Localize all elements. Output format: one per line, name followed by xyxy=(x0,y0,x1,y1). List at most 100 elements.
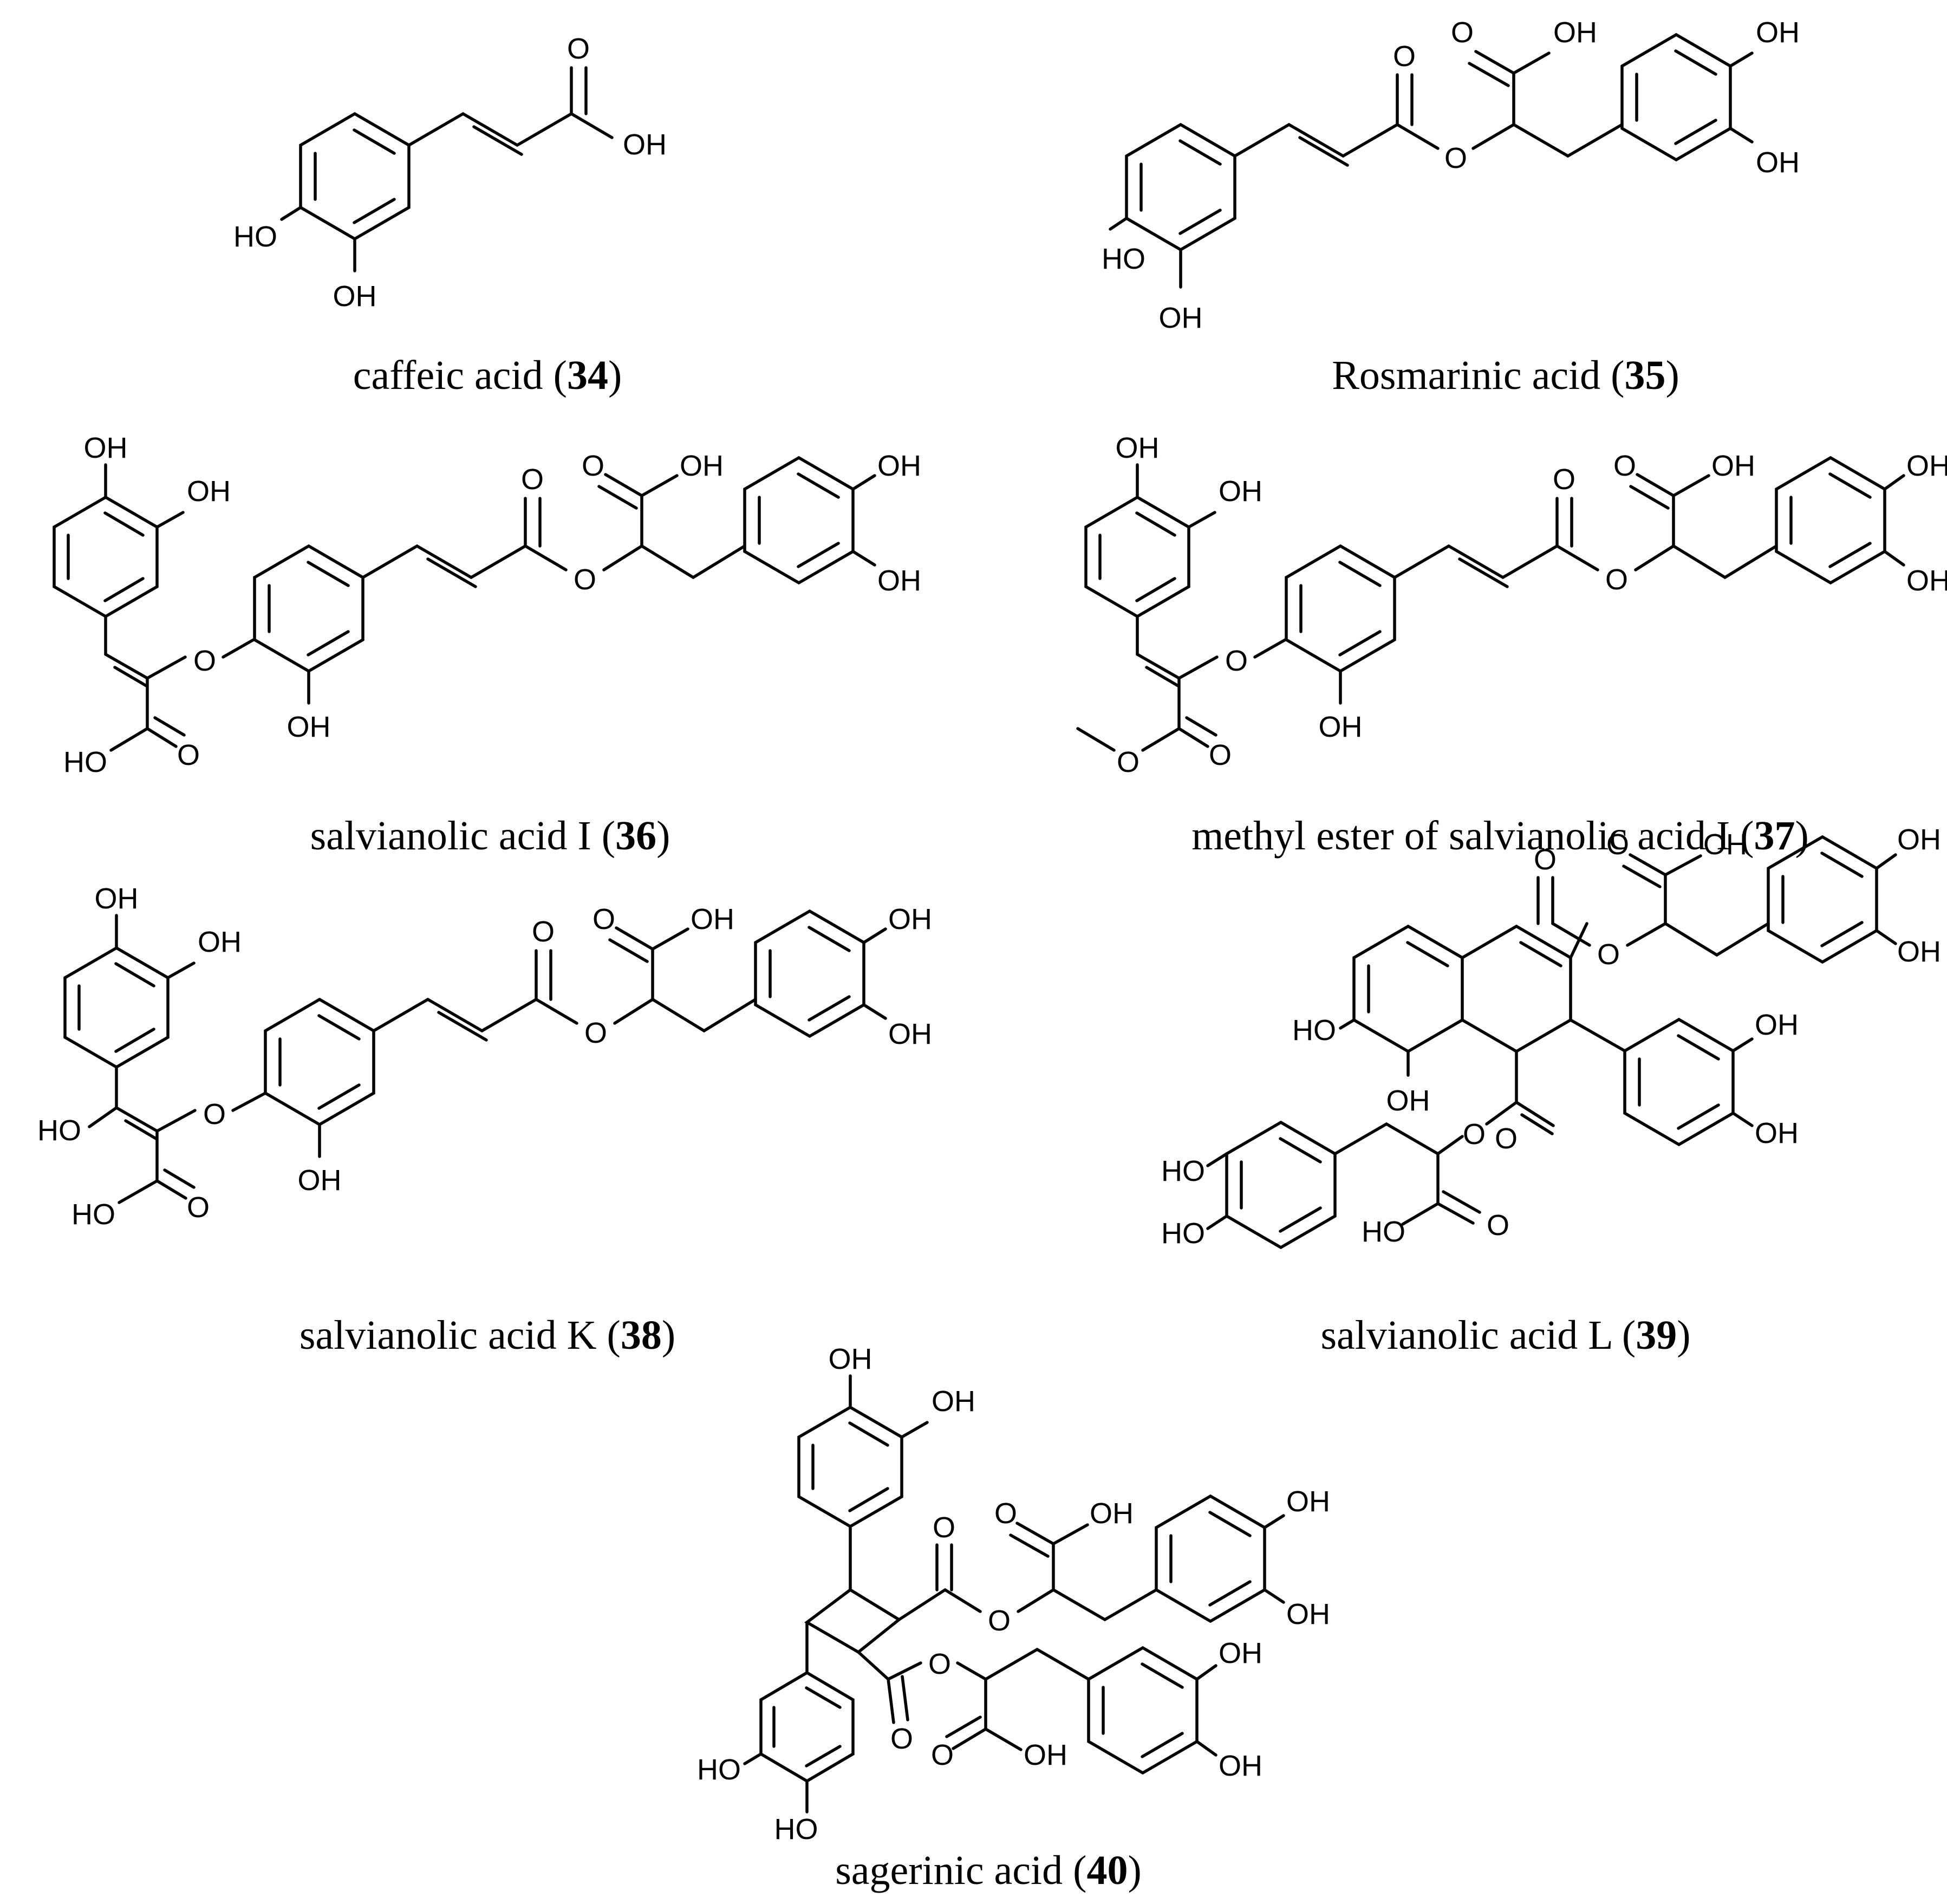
bonds xyxy=(1076,456,1905,752)
oxygen-label: O xyxy=(1209,739,1232,771)
oxygen-label: O xyxy=(567,33,590,65)
hydroxyl-label: OH xyxy=(1906,450,1947,482)
caption-caffeic-acid: caffeic acid (34) xyxy=(353,353,622,398)
hydroxyl-label: HO xyxy=(774,1813,818,1845)
bonds xyxy=(1206,835,1897,1250)
hydroxyl-label: OH xyxy=(1897,935,1941,968)
oxygen-label: O xyxy=(177,739,200,771)
hydroxyl-label: OH xyxy=(680,450,724,482)
oxygen-label: O xyxy=(584,1017,607,1049)
hydroxyl-label: OH xyxy=(1756,146,1800,179)
oxygen-label: O xyxy=(994,1497,1017,1530)
oxygen-label: O xyxy=(187,1191,210,1224)
hydroxyl-label: HO xyxy=(63,746,107,778)
hydroxyl-label: OH xyxy=(888,1018,932,1050)
hydroxyl-label: OH xyxy=(1286,1598,1330,1630)
bonds xyxy=(743,1374,1285,1814)
hydroxyl-label: HO xyxy=(71,1198,115,1231)
hydroxyl-label: OH xyxy=(829,1343,872,1375)
oxygen-label: O xyxy=(521,463,544,496)
structure-methyl-ester-salvianolic-acid-i: OH OH O O O OH O O O OH OH OH xyxy=(1076,432,1947,778)
hydroxyl-label: HO xyxy=(697,1753,741,1786)
hydroxyl-label: OH xyxy=(1755,1117,1799,1149)
hydroxyl-label: OH xyxy=(298,1164,342,1197)
hydroxyl-label: OH xyxy=(1553,16,1597,49)
oxygen-label: O xyxy=(592,903,615,935)
hydroxyl-label: OH xyxy=(1897,823,1941,856)
caption-salvianolic-acid-i: salvianolic acid I (36) xyxy=(310,813,670,859)
structure-caffeic-acid: O OH HO OH xyxy=(233,33,667,313)
caption-sagerinic-acid: sagerinic acid (40) xyxy=(835,1848,1142,1893)
hydroxyl-label: HO xyxy=(1292,1014,1336,1047)
hydroxyl-label: OH xyxy=(877,450,921,482)
oxygen-label: O xyxy=(1597,938,1620,971)
bonds xyxy=(280,66,614,272)
hydroxyl-label: OH xyxy=(932,1385,975,1418)
hydroxyl-label: OH xyxy=(95,882,139,915)
oxygen-label: O xyxy=(574,563,596,596)
caption-salvianolic-acid-k: salvianolic acid K (38) xyxy=(299,1312,675,1358)
hydroxyl-label: OH xyxy=(1024,1739,1067,1771)
oxygen-label: O xyxy=(890,1723,913,1755)
hydroxyl-label: OH xyxy=(287,711,331,743)
bonds xyxy=(63,909,887,1204)
bonds xyxy=(1109,33,1754,289)
oxygen-label: O xyxy=(1613,450,1636,482)
structure-salvianolic-acid-k: OH OH HO O HO O OH O O O OH OH OH xyxy=(37,882,932,1231)
caption-methyl-ester: methyl ester of salvianolic acid I (37) xyxy=(1191,813,1809,859)
hydroxyl-label: OH xyxy=(691,903,734,935)
caption-rosmarinic-acid: Rosmarinic acid (35) xyxy=(1332,353,1679,398)
hydroxyl-label: OH xyxy=(1219,475,1262,508)
hydroxyl-label: OH xyxy=(333,280,377,313)
hydroxyl-label: HO xyxy=(37,1114,81,1147)
oxygen-label: O xyxy=(1225,645,1248,677)
hydroxyl-label: OH xyxy=(1906,564,1947,597)
oxygen-label: O xyxy=(203,1098,226,1130)
structure-salvianolic-acid-l: HO OH O O O OH OH OH OH OH O O HO O HO H… xyxy=(1161,823,1941,1250)
bonds xyxy=(53,456,876,752)
oxygen-label: O xyxy=(1444,142,1467,174)
oxygen-label: O xyxy=(1393,40,1416,73)
hydroxyl-label: OH xyxy=(198,926,242,958)
oxygen-label: O xyxy=(193,645,216,677)
oxygen-label: O xyxy=(988,1604,1011,1637)
structure-sagerinic-acid: OH OH O O O OH OH OH O O O OH OH OH HO H… xyxy=(697,1343,1330,1845)
hydroxyl-label: HO xyxy=(1362,1216,1405,1248)
structure-salvianolic-acid-i: OH OH O HO O OH O O O OH OH OH xyxy=(53,432,921,778)
oxygen-label: O xyxy=(1495,1122,1518,1155)
oxygen-label: O xyxy=(931,1739,954,1771)
oxygen-label: O xyxy=(1553,463,1575,496)
oxygen-label: O xyxy=(1487,1209,1509,1242)
hydroxyl-label: OH xyxy=(84,432,128,464)
oxygen-label: O xyxy=(532,915,555,948)
hydroxyl-label: OH xyxy=(1116,432,1160,464)
oxygen-label: O xyxy=(933,1511,955,1544)
caption-salvianolic-acid-l: salvianolic acid L (39) xyxy=(1320,1312,1690,1358)
hydroxyl-label: OH xyxy=(888,903,932,935)
hydroxyl-label: OH xyxy=(1703,828,1747,861)
oxygen-label: O xyxy=(1117,746,1139,778)
hydroxyl-label: OH xyxy=(1090,1497,1134,1530)
hydroxyl-label: OH xyxy=(1219,1750,1262,1782)
hydroxyl-label: OH xyxy=(1386,1084,1430,1117)
hydroxyl-label: OH xyxy=(1711,450,1755,482)
hydroxyl-label: HO xyxy=(233,220,277,253)
hydroxyl-label: HO xyxy=(1102,243,1145,275)
hydroxyl-label: OH xyxy=(187,475,231,508)
oxygen-label: O xyxy=(1534,843,1557,876)
oxygen-label: O xyxy=(1605,563,1628,596)
hydroxyl-label: HO xyxy=(1161,1217,1205,1250)
hydroxyl-label: OH xyxy=(1286,1485,1330,1518)
oxygen-label: O xyxy=(1451,16,1474,49)
hydroxyl-label: OH xyxy=(623,128,667,161)
hydroxyl-label: OH xyxy=(1319,711,1363,743)
hydroxyl-label: OH xyxy=(1159,302,1203,334)
oxygen-label: O xyxy=(928,1648,951,1680)
hydroxyl-label: OH xyxy=(1219,1637,1262,1669)
hydroxyl-label: OH xyxy=(1756,16,1800,49)
oxygen-label: O xyxy=(1463,1118,1486,1151)
structure-rosmarinic-acid: O O O OH OH OH HO OH xyxy=(1102,16,1800,334)
hydroxyl-label: HO xyxy=(1161,1155,1205,1187)
